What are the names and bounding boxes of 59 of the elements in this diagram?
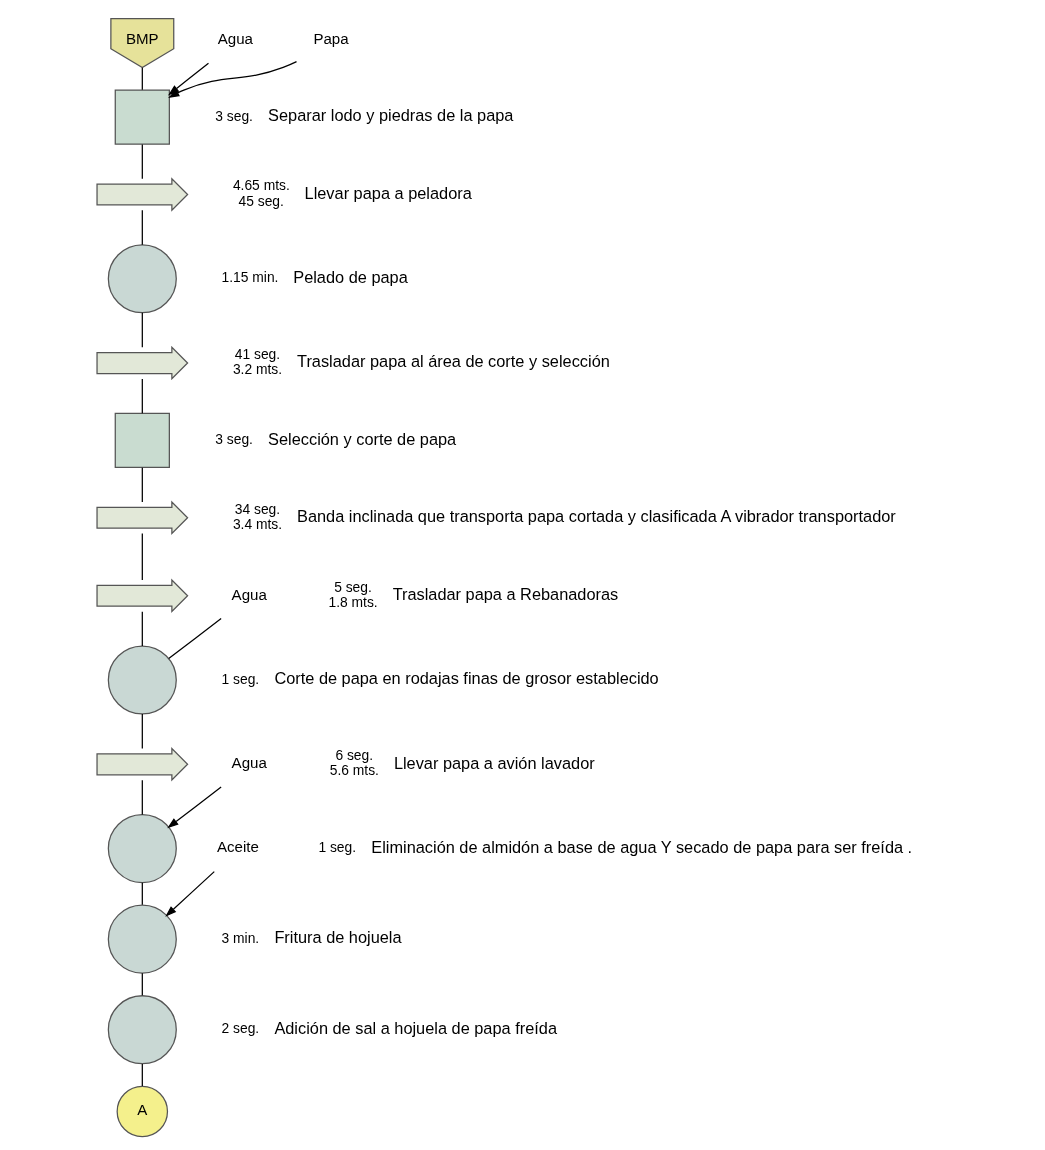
node-label: 4.65 mts. xyxy=(232,177,290,194)
arrow xyxy=(167,786,222,829)
node-label: 6 seg. xyxy=(335,747,374,764)
node-label: Separar lodo y piedras de la papa xyxy=(268,106,514,125)
node-text: Agua xyxy=(231,754,267,772)
connector xyxy=(141,882,143,906)
connector xyxy=(141,467,143,503)
connector xyxy=(141,779,143,816)
node-label: 3.2 mts. xyxy=(232,361,283,378)
node-label: Banda inclinada que transporta papa cortada y clasificada A vibrador transportador xyxy=(297,507,896,526)
node-circle: A xyxy=(116,1085,169,1138)
connector xyxy=(141,67,143,91)
node-box xyxy=(114,89,170,145)
connector xyxy=(141,611,143,647)
node-label: Selección y corte de papa xyxy=(268,429,457,448)
node-arrow xyxy=(96,747,189,782)
node-circle xyxy=(107,995,177,1065)
node-arrow xyxy=(96,578,189,613)
node-label: 5.6 mts. xyxy=(329,762,379,779)
node-label: Llevar papa a avión lavador xyxy=(393,753,595,772)
node-arrow xyxy=(96,500,189,535)
node-label: Fritura de hojuela xyxy=(274,928,402,947)
node-label: Eliminación de almidón a base de agua Y secado de papa para ser freída . xyxy=(371,837,913,856)
node-label: 3 min. xyxy=(221,929,260,946)
node-arrow xyxy=(96,177,189,212)
node-circle xyxy=(107,244,177,314)
connector xyxy=(168,617,222,660)
connector xyxy=(141,532,143,581)
node-arrow xyxy=(96,345,189,381)
node-label: 5 seg. xyxy=(334,578,372,595)
connector xyxy=(141,713,143,749)
node-label: 2 seg. xyxy=(221,1020,260,1037)
node-text: Agua xyxy=(217,30,253,48)
arrow xyxy=(165,870,215,917)
node-label: 45 seg. xyxy=(238,192,284,209)
node-box xyxy=(114,412,170,469)
node-label: Trasladar papa a Rebanadoras xyxy=(392,585,619,604)
node-label: 1.15 min. xyxy=(221,269,279,286)
connector xyxy=(141,378,143,414)
node-label: 3 seg. xyxy=(215,107,253,124)
connector xyxy=(141,1063,143,1087)
node-label: Corte de papa en rodajas finas de grosor establecido xyxy=(274,669,659,688)
connector xyxy=(141,209,143,246)
node-label: Trasladar papa al área de corte y selección xyxy=(297,352,610,371)
node-label: 34 seg. xyxy=(234,500,281,517)
node-text: Papa xyxy=(313,30,349,48)
node-circle xyxy=(107,645,177,715)
node-text: Aceite xyxy=(216,838,259,856)
connector xyxy=(141,972,143,996)
node-label: Adición de sal a hojuela de papa freída xyxy=(274,1018,557,1037)
node-label: 1 seg. xyxy=(221,670,260,687)
connector xyxy=(141,143,143,180)
node-label: 41 seg. xyxy=(234,346,281,363)
node-label: 1 seg. xyxy=(318,839,357,856)
node-label: 3 seg. xyxy=(215,430,253,447)
node-text: Agua xyxy=(231,585,267,603)
node-label: Llevar papa a peladora xyxy=(304,183,472,202)
node-label: Pelado de papa xyxy=(293,268,408,287)
connector xyxy=(141,312,143,348)
